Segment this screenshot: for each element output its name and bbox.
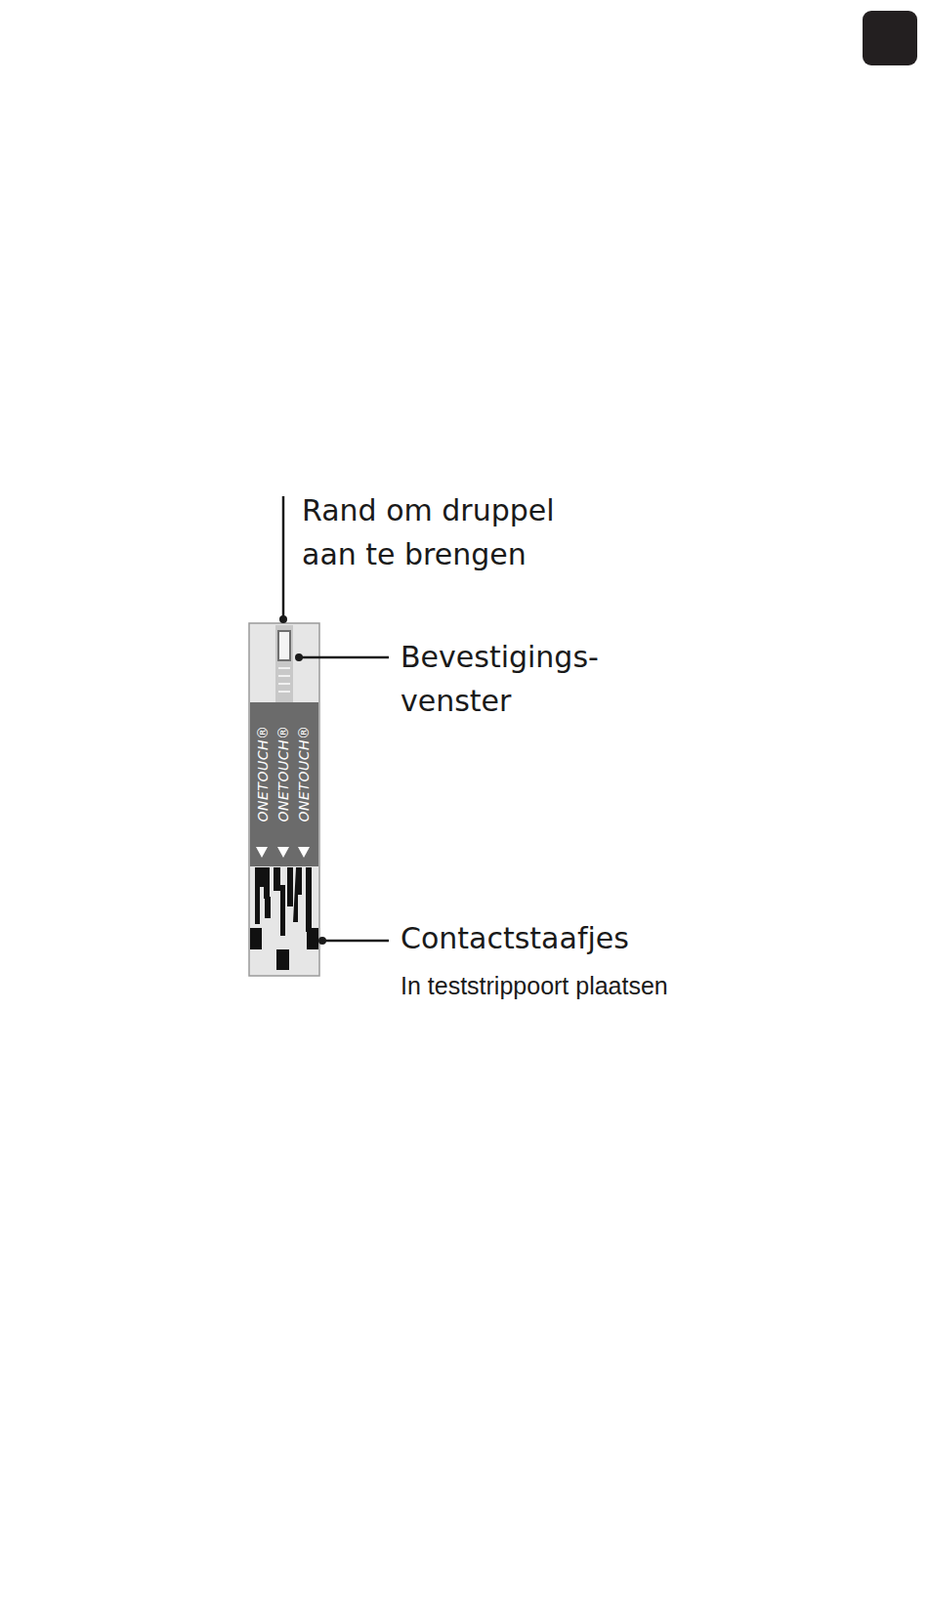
brand-mark: ONETOUCH® [255, 725, 270, 823]
test-strip [249, 623, 320, 976]
part-label: Contactstaafjes [400, 919, 792, 959]
part-label: Rand om druppel aan te brengen [301, 488, 605, 577]
brand-mark: ONETOUCH® [276, 725, 291, 823]
instruction-note: In teststrippoort plaatsen [400, 969, 870, 1003]
corner-tab [862, 10, 918, 66]
brand-mark: ONETOUCH® [296, 725, 311, 823]
part-label: Bevestigings- venster [400, 634, 645, 723]
